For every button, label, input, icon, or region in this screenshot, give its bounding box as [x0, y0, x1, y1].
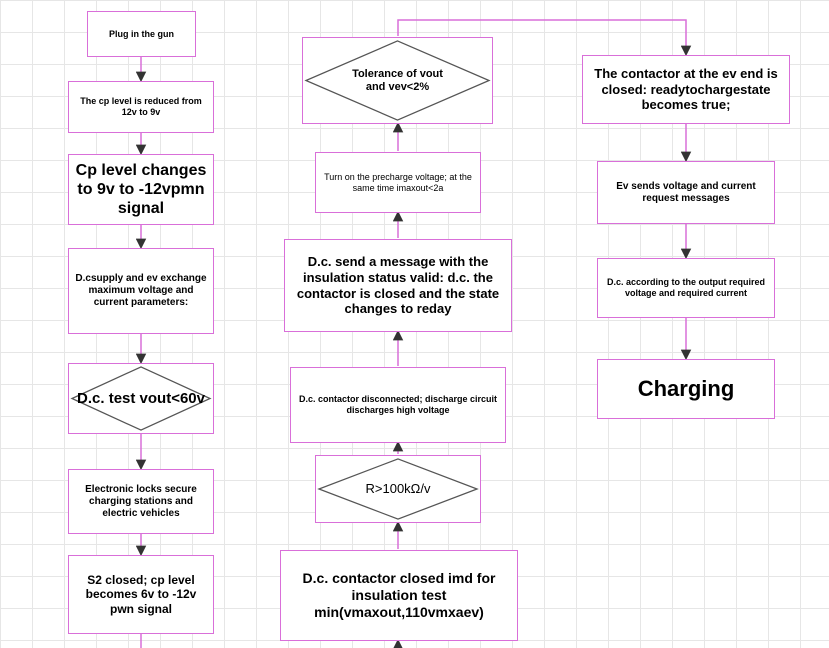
- locks-box: Electronic locks secure charging station…: [68, 469, 214, 534]
- cp-changes-text: Cp level changes to 9v to -12vpmn signal: [75, 161, 207, 218]
- test-decision-text: D.c. test vout<60v: [77, 389, 205, 407]
- imd-test-box: D.c. contactor closed imd for insulation…: [280, 550, 518, 641]
- charging-text: Charging: [637, 375, 735, 401]
- r-decision-box: R>100kΩ/v: [315, 455, 481, 523]
- s2-closed-box: S2 closed; cp level becomes 6v to -12v p…: [68, 555, 214, 634]
- cp-reduced-text: The cp level is reduced from 12v to 9v: [80, 96, 202, 117]
- r-diamond: [317, 458, 479, 520]
- precharge-text: Turn on the precharge voltage; at the sa…: [324, 171, 472, 193]
- connector-tolerance-to-ev-contactor: [397, 19, 692, 57]
- ev-request-box: Ev sends voltage and current request mes…: [597, 161, 775, 224]
- ev-contactor-text: The contactor at the ev end is closed: r…: [594, 66, 778, 113]
- contactor-disconnected-text: D.c. contactor disconnected; discharge c…: [298, 394, 498, 415]
- test-diamond: [70, 366, 212, 431]
- cp-changes-box: Cp level changes to 9v to -12vpmn signal: [68, 154, 214, 225]
- ev-request-text: Ev sends voltage and current request mes…: [616, 180, 756, 204]
- s2-closed-text: S2 closed; cp level becomes 6v to -12v p…: [85, 572, 197, 616]
- test-decision-box: D.c. test vout<60v: [68, 363, 214, 434]
- r-decision-text: R>100kΩ/v: [365, 480, 431, 496]
- dc-output-box: D.c. according to the output required vo…: [597, 258, 775, 318]
- imd-test-text: D.c. contactor closed imd for insulation…: [302, 570, 496, 620]
- insulation-valid-box: D.c. send a message with the insulation …: [284, 239, 512, 332]
- dc-output-text: D.c. according to the output required vo…: [606, 277, 765, 298]
- ev-contactor-box: The contactor at the ev end is closed: r…: [582, 55, 790, 124]
- exchange-params-text: D.csupply and ev exchange maximum voltag…: [75, 273, 207, 308]
- plug-in-box: Plug in the gun: [87, 11, 196, 57]
- locks-text: Electronic locks secure charging station…: [85, 483, 197, 519]
- tolerance-decision-text: Tolerance of vout and vev<2%: [352, 67, 443, 93]
- tolerance-diamond: [304, 40, 491, 121]
- plug-in-text: Plug in the gun: [109, 28, 174, 39]
- contactor-disconnected-box: D.c. contactor disconnected; discharge c…: [290, 367, 506, 443]
- exchange-params-box: D.csupply and ev exchange maximum voltag…: [68, 248, 214, 334]
- insulation-valid-text: D.c. send a message with the insulation …: [296, 254, 500, 317]
- cp-reduced-box: The cp level is reduced from 12v to 9v: [68, 81, 214, 133]
- tolerance-decision-box: Tolerance of vout and vev<2%: [302, 37, 493, 124]
- charging-box: Charging: [597, 359, 775, 419]
- precharge-box: Turn on the precharge voltage; at the sa…: [315, 152, 481, 213]
